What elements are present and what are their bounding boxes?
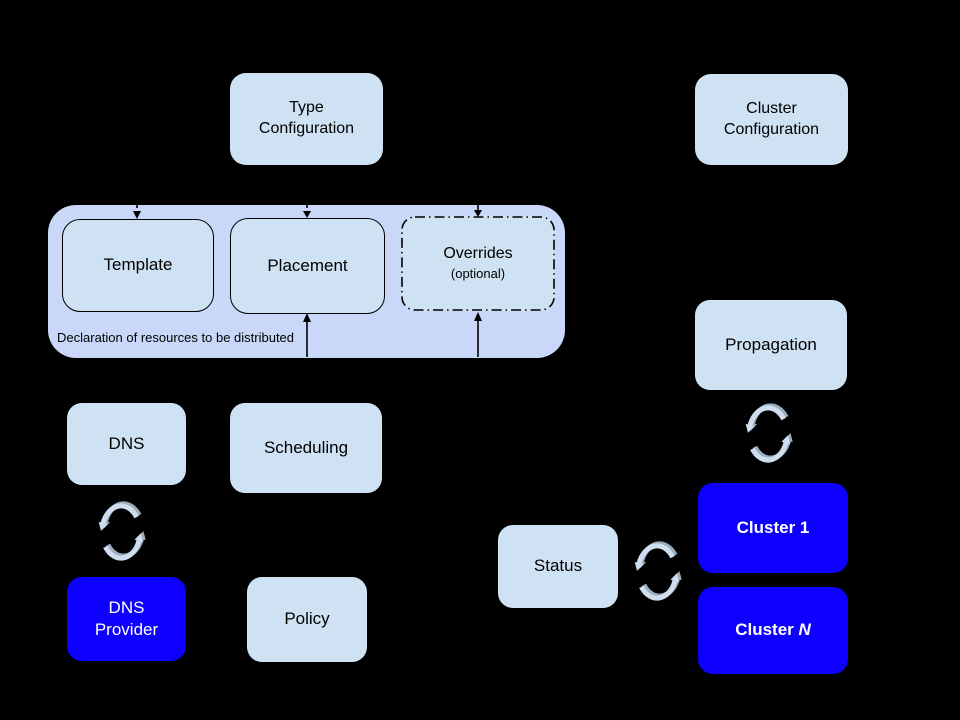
cluster-configuration-box: Cluster Configuration [695,74,848,165]
status-label: Status [533,556,583,576]
sync-icon [99,504,146,558]
template-label: Template [103,255,173,275]
scheduling-box: Scheduling [230,403,382,493]
cluster-n-label-suffix: N [798,620,811,640]
placement-box: Placement [230,218,385,314]
sync-icon [635,544,682,598]
overrides-label: Overrides [443,245,513,263]
overrides-sublabel: (optional) [450,265,506,281]
cluster-n-label: Cluster N [735,619,811,641]
dns-provider-box: DNS Provider [67,577,186,661]
propagation-box: Propagation [695,300,847,390]
overrides-box: Overrides (optional) [401,216,555,311]
propagation-label: Propagation [725,334,817,354]
dns-box: DNS [67,403,186,485]
sync-icon [746,406,793,460]
cluster-1-box: Cluster 1 [698,483,848,573]
dns-provider-label: DNS Provider [94,597,159,639]
status-box: Status [498,525,618,608]
policy-label: Policy [284,609,330,629]
overrides-text: Overrides (optional) [443,244,512,283]
policy-box: Policy [247,577,367,662]
declaration-note: Declaration of resources to be distribut… [57,330,295,345]
cluster-n-box: Cluster N [698,587,848,674]
cluster-1-label: Cluster 1 [736,517,810,537]
dns-label: DNS [108,433,145,453]
scheduling-label: Scheduling [263,437,349,457]
type-configuration-label: Type Configuration [258,99,355,137]
cluster-configuration-label: Cluster Configuration [723,99,820,138]
template-box: Template [62,219,214,312]
placement-label: Placement [267,255,348,275]
type-configuration-box: Type Configuration [230,73,383,165]
cluster-n-label-prefix: Cluster [735,620,799,640]
